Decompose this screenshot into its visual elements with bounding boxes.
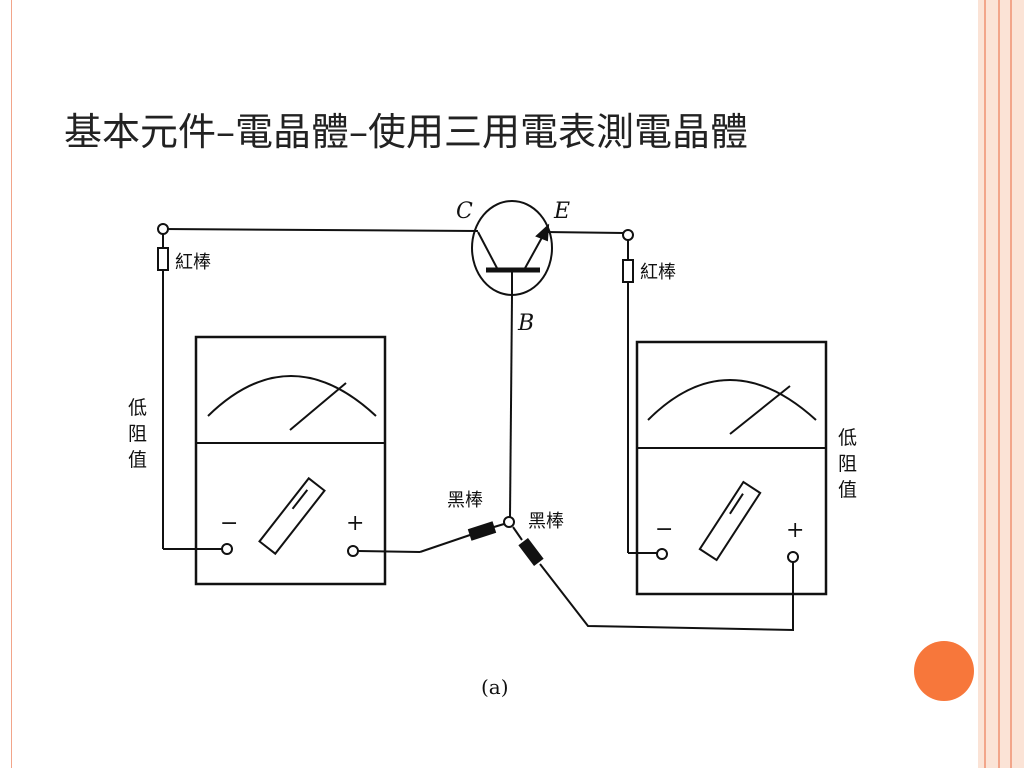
right-black-probe-label: 黑棒 <box>528 511 564 532</box>
left-red-probe <box>157 234 222 550</box>
right-meter-scale-arc <box>647 379 817 421</box>
left-meter-scale-arc <box>207 375 377 417</box>
right-meter-body <box>635 340 828 596</box>
slide-title: 基本元件–電晶體–使用三用電表測電晶體 <box>64 110 749 154</box>
left-black-probe-label: 黑棒 <box>447 490 483 511</box>
left-meter-body <box>194 335 387 586</box>
left-meter-plus-label: + <box>346 511 364 536</box>
figure-caption: (a) <box>481 675 509 699</box>
top-wires <box>157 223 634 241</box>
left-meter-plus-jack <box>347 545 359 557</box>
left-meter-minus-label: − <box>220 511 238 536</box>
right-range-label: 阻 <box>838 453 857 475</box>
base-wire <box>509 295 513 518</box>
right-probe-tip <box>622 229 634 241</box>
left-range-label: 值 <box>128 449 147 471</box>
transistor-symbol <box>471 200 553 296</box>
base-label: B <box>517 311 534 336</box>
left-range-label: 阻 <box>128 423 147 445</box>
left-black-probe <box>357 521 505 553</box>
transistor-collector-lead <box>477 231 499 271</box>
emitter-wire <box>544 231 625 234</box>
right-probe-label: 紅棒 <box>640 262 676 283</box>
left-frame-border <box>0 0 12 768</box>
left-probe-tip <box>157 223 169 235</box>
right-meter-plus-label: + <box>786 518 804 543</box>
right-meter <box>635 340 828 596</box>
right-meter-minus-jack <box>656 548 668 560</box>
collector-label: C <box>456 199 473 224</box>
right-range-label: 低 <box>838 427 857 449</box>
right-range-label: 值 <box>838 479 857 501</box>
left-probe-label: 紅棒 <box>175 252 211 273</box>
left-meter-minus-jack <box>221 543 233 555</box>
collector-wire <box>162 228 479 232</box>
right-meter-selector-knob <box>698 480 762 562</box>
accent-circle <box>914 641 974 701</box>
right-red-probe <box>622 240 658 554</box>
black-probe-junction <box>503 516 515 528</box>
right-meter-minus-label: − <box>655 517 673 542</box>
left-meter-needle <box>289 382 347 431</box>
left-range-label: 低 <box>128 397 147 419</box>
right-frame-border <box>978 0 1024 768</box>
right-black-probe <box>512 526 794 632</box>
left-meter <box>194 335 387 586</box>
emitter-label: E <box>553 199 570 224</box>
left-meter-selector-knob <box>258 476 326 556</box>
frame-line <box>998 0 1000 768</box>
right-meter-plus-jack <box>787 551 799 563</box>
right-meter-needle <box>729 385 791 435</box>
frame-line <box>1010 0 1012 768</box>
frame-line <box>984 0 986 768</box>
